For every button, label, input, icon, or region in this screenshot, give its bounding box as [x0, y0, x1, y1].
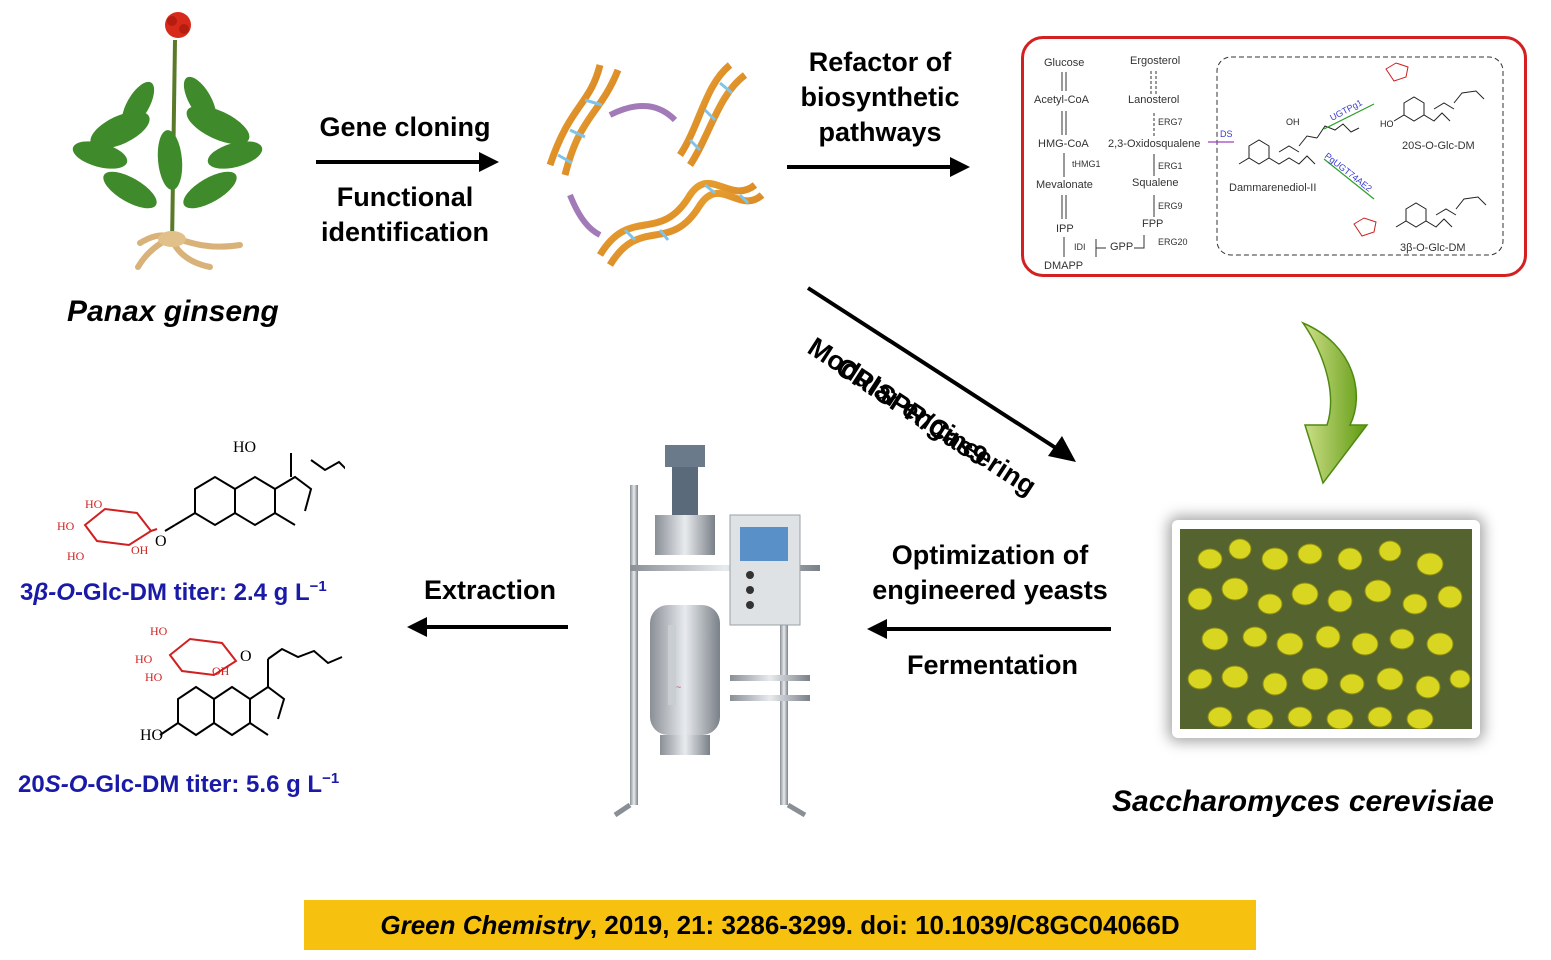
mol2-sugar-oh: OH: [212, 664, 230, 678]
arrow-to-dna: [316, 152, 499, 172]
oxidosqualene-text: 2,3-Oxidosqualene: [1108, 138, 1200, 150]
dna-helix-image: [546, 62, 765, 267]
ergosterol-text: Ergosterol: [1130, 55, 1180, 67]
erg9-text: ERG9: [1158, 201, 1183, 211]
titer-20s: 20S-O-Glc-DM titer: 5.6 g L−1: [18, 770, 340, 798]
fpp-text: FPP: [1142, 218, 1163, 230]
saccharomyces-label: Saccharomyces cerevisiae: [1112, 785, 1494, 818]
ds-text: DS: [1220, 129, 1233, 139]
mol1-ho-text: HO: [233, 439, 256, 456]
arrow-to-bioreactor: [867, 619, 1111, 639]
molecule-20s-glc-dm: HO O HO HO HO OH: [135, 624, 343, 744]
ginseng-plant-image: [72, 12, 263, 270]
extraction-label: Extraction: [423, 575, 557, 605]
svg-text:~: ~: [676, 682, 681, 692]
mol1-sugar-ho3: HO: [67, 549, 85, 563]
squalene-text: Squalene: [1132, 177, 1179, 189]
yeast-image: [1172, 520, 1480, 738]
lanosterol-text: Lanosterol: [1128, 94, 1179, 106]
diagonal-arrow: [806, 286, 1076, 462]
citation-bar: Green Chemistry, 2019, 21: 3286-3299. do…: [304, 900, 1256, 950]
acetyl-coa-text: Acetyl-CoA: [1034, 94, 1090, 106]
erg7-text: ERG7: [1158, 117, 1183, 127]
mol1-sugar-ho2: HO: [57, 519, 75, 533]
ugt1-text: UGTPg1: [1328, 97, 1364, 122]
hmg-coa-text: HMG-CoA: [1038, 138, 1089, 150]
oh-text: OH: [1286, 117, 1300, 127]
erg1-text: ERG1: [1158, 161, 1183, 171]
arrow-to-pathway: [787, 157, 970, 177]
mol2-sugar-ho3: HO: [145, 670, 163, 684]
ho-text: HO: [1380, 119, 1394, 129]
gene-cloning-label: Gene cloning: [319, 112, 491, 142]
mol2-sugar-ho1: HO: [150, 624, 168, 638]
ipp-text: IPP: [1056, 223, 1074, 235]
journal-name: Green Chemistry: [380, 910, 590, 940]
refactor-label: Refactor of biosynthetic pathways: [800, 47, 960, 147]
thmg1-text: tHMG1: [1072, 159, 1101, 169]
green-curved-arrow: [1300, 321, 1369, 485]
mevalonate-text: Mevalonate: [1036, 179, 1093, 191]
citation-details: , 2019, 21: 3286-3299. doi: 10.1039/C8GC…: [589, 910, 1180, 940]
mol1-sugar-ho1: HO: [85, 497, 103, 511]
arrow-to-products: [407, 617, 568, 637]
gpp-text: GPP: [1110, 241, 1133, 253]
optimization-label: Optimization of engineered yeasts: [872, 540, 1108, 605]
idi-text: IDI: [1074, 242, 1086, 252]
mol1-sugar-oh: OH: [131, 543, 149, 557]
dammarenediol-text: Dammarenediol-II: [1229, 182, 1316, 194]
mol2-ho-text: HO: [140, 727, 163, 744]
bioreactor-image: ~: [613, 445, 820, 818]
mol1-o-text: O: [155, 533, 167, 550]
ugt2-text: PgUGT74AE2: [1323, 151, 1374, 194]
pathway-box: Glucose Acetyl-CoA HMG-CoA Mevalonate IP…: [1021, 36, 1527, 277]
mol2-o-text: O: [240, 648, 252, 665]
glucose-text: Glucose: [1044, 57, 1084, 69]
titer-3b: 3β-O-Glc-DM titer: 2.4 g L−1: [20, 578, 327, 606]
panax-ginseng-label: Panax ginseng: [67, 295, 279, 328]
mol2-sugar-ho2: HO: [135, 652, 153, 666]
molecule-3b-glc-dm: HO O HO HO HO OH: [57, 439, 345, 563]
erg20-text: ERG20: [1158, 237, 1188, 247]
prod-3b-text: 3β-O-Glc-DM: [1400, 242, 1466, 254]
prod-20s-text: 20S-O-Glc-DM: [1402, 140, 1475, 152]
fermentation-label: Fermentation: [906, 650, 1079, 680]
functional-identification-label: Functional identification: [321, 182, 489, 247]
dmapp-text: DMAPP: [1044, 260, 1083, 272]
